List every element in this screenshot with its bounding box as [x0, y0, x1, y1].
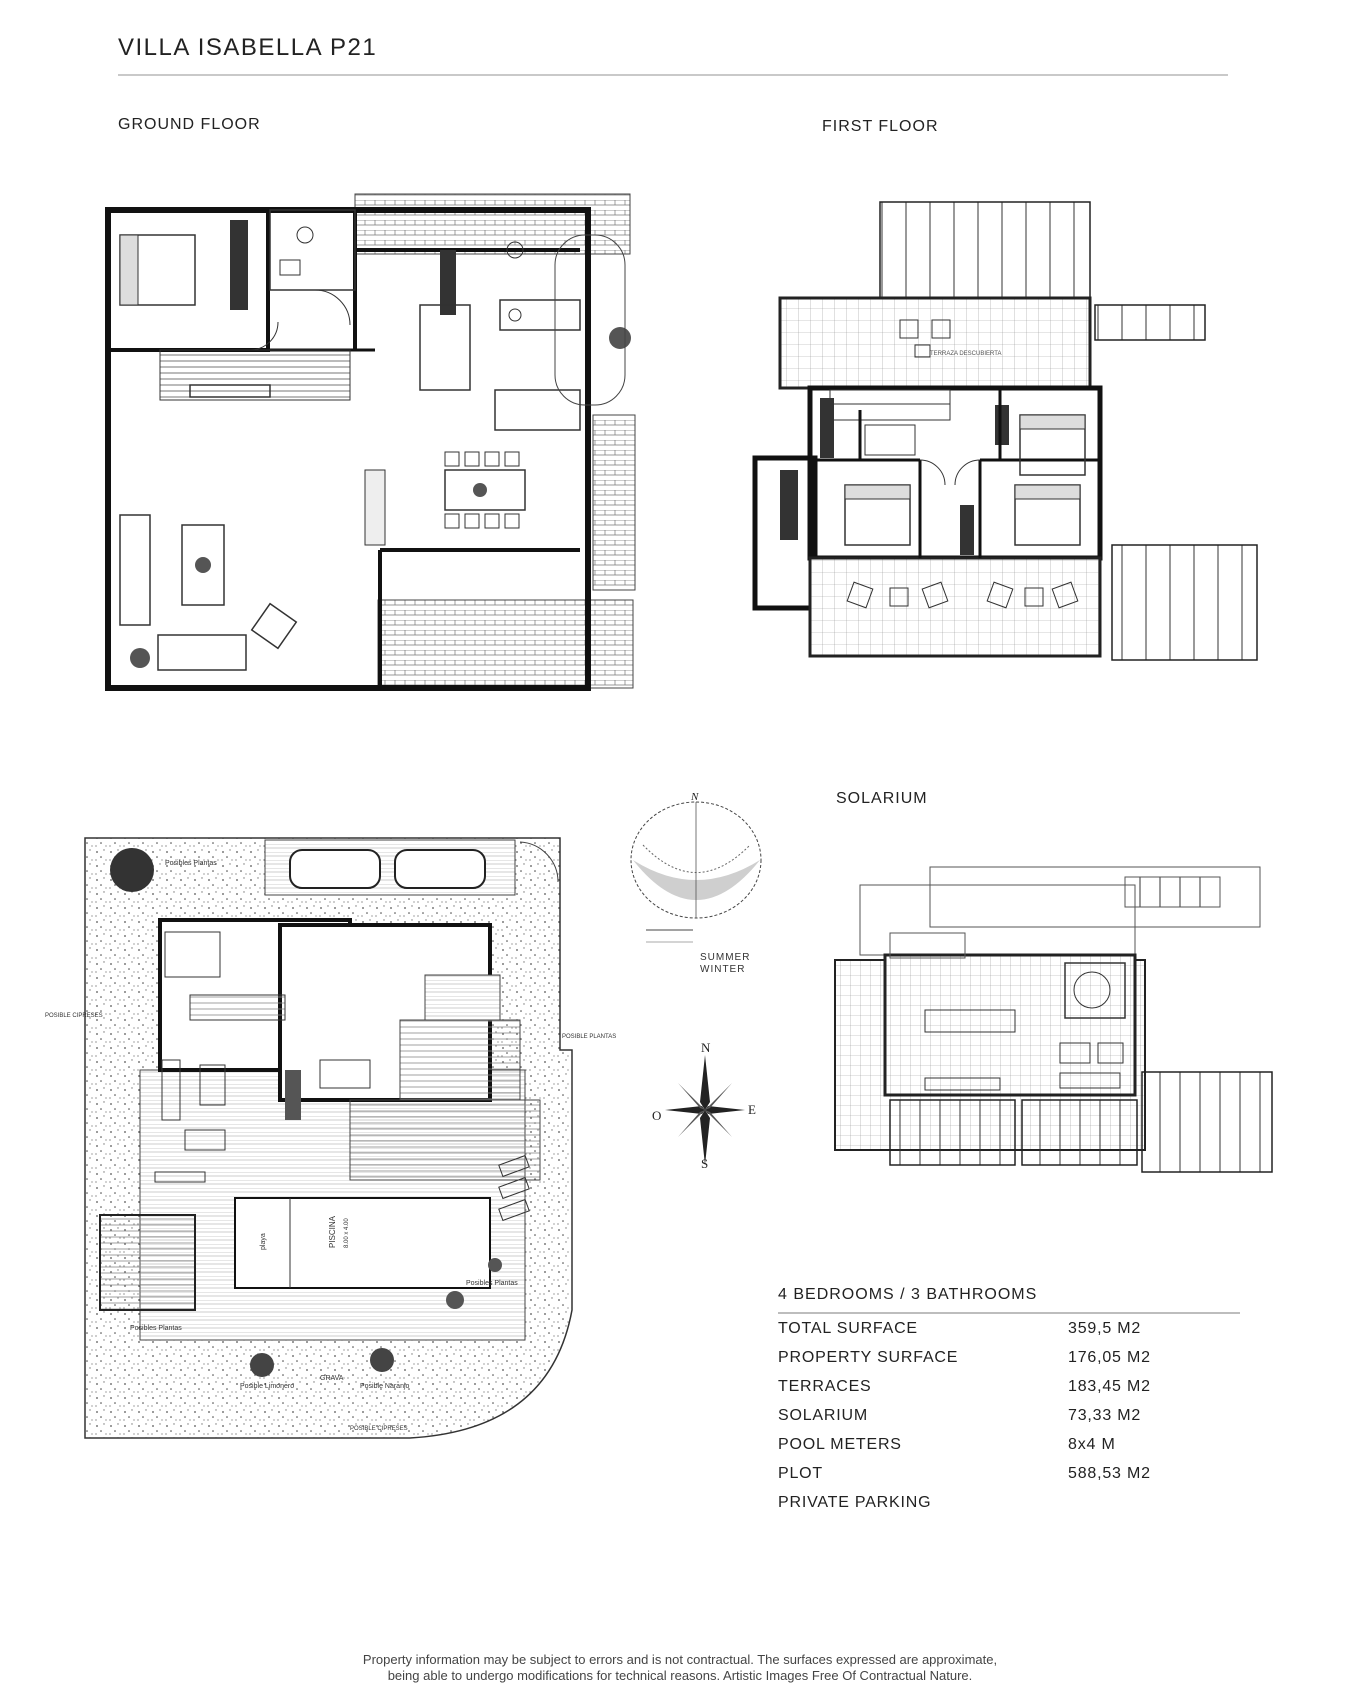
spec-label: PRIVATE PARKING: [778, 1493, 932, 1511]
posibles-plantas-label-top: Posibles Plantas: [165, 860, 217, 867]
spec-row: TOTAL SURFACE 359,5 M2: [778, 1314, 1240, 1343]
compass-e-label: E: [748, 1102, 756, 1117]
spec-row: PLOT 588,53 M2: [778, 1459, 1240, 1488]
disclaimer-line-1: Property information may be subject to e…: [362, 1652, 998, 1667]
spec-value: 183,45 M2: [1068, 1377, 1151, 1395]
ground-floor-label: GROUND FLOOR: [118, 116, 261, 133]
winter-legend: WINTER: [700, 964, 746, 975]
posible-limonero-label: Posible Limonero: [240, 1383, 294, 1390]
piscina-label: PISCINA: [328, 1215, 337, 1248]
page-title: VILLA ISABELLA P21: [118, 34, 378, 61]
spec-row: POOL METERS 8x4 M: [778, 1430, 1240, 1459]
solarium-label: SOLARIUM: [836, 790, 928, 807]
solarium-plan: [834, 866, 1273, 1173]
spec-row: PRIVATE PARKING: [778, 1488, 1240, 1517]
terraza-label: TERRAZA DESCUBIERTA: [930, 351, 1001, 357]
site-plan: PISCINA 8.00 x 4.00 playa Posibles Plant…: [45, 837, 616, 1439]
spec-value: 359,5 M2: [1068, 1319, 1142, 1337]
specs-panel: 4 BEDROOMS / 3 BATHROOMS TOTAL SURFACE 3…: [778, 1286, 1240, 1517]
posible-cipreses-label-bottom: POSIBLE CIPRESES: [350, 1426, 408, 1432]
sun-path-diagram: N: [630, 791, 762, 943]
spec-label: TERRACES: [778, 1377, 872, 1395]
spec-label: PLOT: [778, 1464, 823, 1482]
summer-legend: SUMMER: [700, 952, 751, 963]
spec-value: 8x4 M: [1068, 1435, 1116, 1453]
first-floor-label: FIRST FLOOR: [822, 118, 939, 135]
compass-o-label: O: [652, 1108, 661, 1123]
posibles-plantas-label-right: Posibles Plantas: [466, 1280, 518, 1287]
title-divider: [118, 74, 1228, 76]
ground-floor-plan: [105, 193, 636, 691]
specs-heading: 4 BEDROOMS / 3 BATHROOMS: [778, 1286, 1240, 1314]
spec-label: POOL METERS: [778, 1435, 902, 1453]
grava-label: GRAVA: [320, 1375, 344, 1382]
posible-naranjo-label: Posible Naranjo: [360, 1383, 410, 1390]
disclaimer: Property information may be subject to e…: [180, 1652, 1180, 1684]
playa-label: playa: [260, 1233, 267, 1250]
compass-rose: N S E O: [652, 1040, 756, 1171]
posible-plantas-label-side: POSIBLE PLANTAS: [562, 1034, 616, 1040]
disclaimer-line-2: being able to undergo modifications for …: [387, 1668, 973, 1683]
piscina-dimension: 8.00 x 4.00: [344, 1218, 350, 1248]
sun-north-label: N: [690, 791, 699, 803]
spec-row: SOLARIUM 73,33 M2: [778, 1401, 1240, 1430]
spec-value: 176,05 M2: [1068, 1348, 1151, 1366]
spec-label: TOTAL SURFACE: [778, 1319, 918, 1337]
compass-s-label: S: [701, 1156, 708, 1171]
spec-value: 588,53 M2: [1068, 1464, 1151, 1482]
spec-label: SOLARIUM: [778, 1406, 868, 1424]
spec-row: TERRACES 183,45 M2: [778, 1372, 1240, 1401]
posible-cipreses-label-left: POSIBLE CIPRESES: [45, 1013, 103, 1019]
posibles-plantas-label-gazebo: Posibles Plantas: [130, 1325, 182, 1332]
spec-row: PROPERTY SURFACE 176,05 M2: [778, 1343, 1240, 1372]
first-floor-plan: TERRAZA DESCUBIERTA: [752, 201, 1258, 661]
compass-n-label: N: [701, 1040, 711, 1055]
spec-label: PROPERTY SURFACE: [778, 1348, 959, 1366]
spec-value: 73,33 M2: [1068, 1406, 1142, 1424]
